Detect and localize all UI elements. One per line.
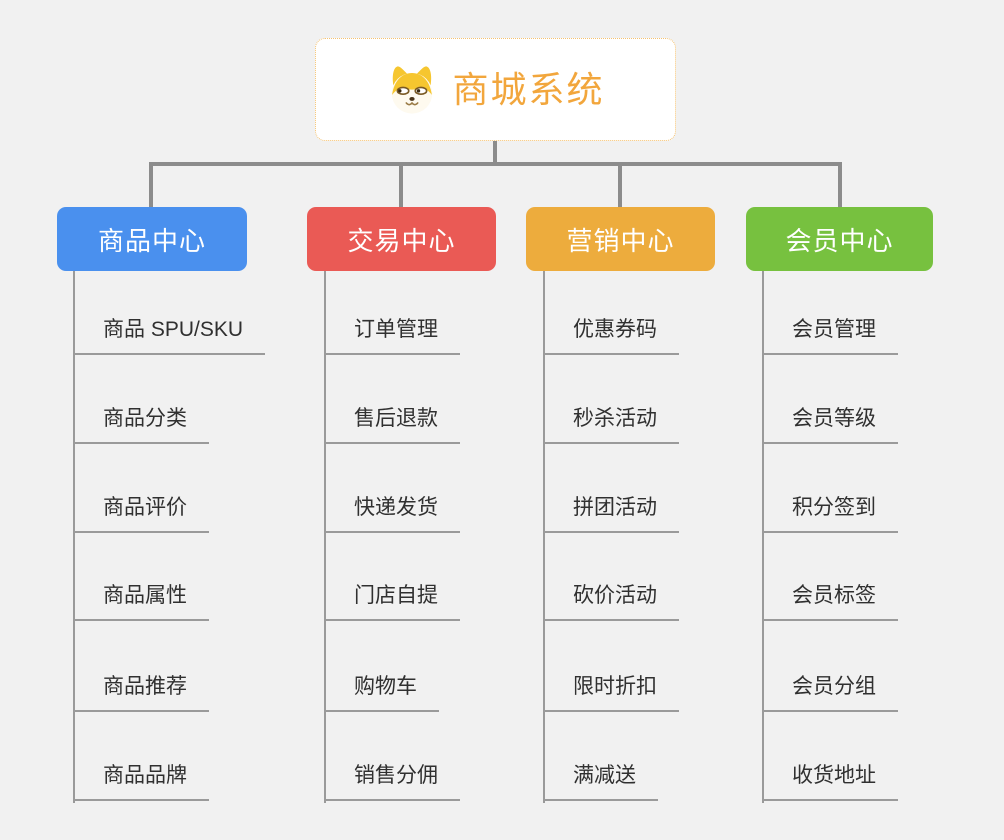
- mindmap-item[interactable]: 快递发货: [324, 493, 460, 533]
- branch-column-trade: 订单管理 售后退款 快递发货 门店自提 购物车 销售分佣: [324, 0, 564, 840]
- mindmap-item[interactable]: 商品分类: [73, 404, 209, 444]
- root-node[interactable]: 商城系统: [315, 38, 676, 141]
- mindmap-item[interactable]: 会员分组: [762, 672, 898, 712]
- connector-trunk: [493, 141, 497, 164]
- mindmap-item[interactable]: 订单管理: [324, 315, 460, 355]
- branch-column-member: 会员管理 会员等级 积分签到 会员标签 会员分组 收货地址: [762, 0, 1002, 840]
- mindmap-item[interactable]: 会员等级: [762, 404, 898, 444]
- root-title: 商城系统: [452, 68, 605, 110]
- mindmap-item[interactable]: 会员管理: [762, 315, 898, 355]
- mindmap-item[interactable]: 砍价活动: [543, 581, 679, 621]
- branch-node-marketing-center[interactable]: 营销中心: [526, 207, 715, 271]
- mindmap-item[interactable]: 门店自提: [324, 581, 460, 621]
- mindmap-item[interactable]: 销售分佣: [324, 761, 460, 801]
- mindmap-item[interactable]: 商品品牌: [73, 761, 209, 801]
- mindmap-item[interactable]: 商品属性: [73, 581, 209, 621]
- connector-drop-marketing: [618, 164, 622, 208]
- branch-node-trade-center[interactable]: 交易中心: [307, 207, 496, 271]
- mindmap-item[interactable]: 收货地址: [762, 761, 898, 801]
- connector-drop-trade: [399, 164, 403, 208]
- mindmap-item[interactable]: 秒杀活动: [543, 404, 679, 444]
- branch-node-product-center[interactable]: 商品中心: [57, 207, 247, 271]
- column-spine: [762, 271, 764, 803]
- mindmap-item[interactable]: 商品推荐: [73, 672, 209, 712]
- mindmap-item[interactable]: 售后退款: [324, 404, 460, 444]
- mindmap-item[interactable]: 满减送: [543, 761, 658, 801]
- mindmap-item[interactable]: 积分签到: [762, 493, 898, 533]
- mindmap-item[interactable]: 购物车: [324, 672, 439, 712]
- column-spine: [73, 271, 75, 803]
- branch-column-marketing: 优惠券码 秒杀活动 拼团活动 砍价活动 限时折扣 满减送: [543, 0, 783, 840]
- dog-face-icon: [386, 64, 438, 116]
- column-spine: [324, 271, 326, 803]
- mindmap-item[interactable]: 商品 SPU/SKU: [73, 315, 266, 355]
- column-spine: [543, 271, 545, 803]
- connector-rail: [149, 162, 842, 166]
- mindmap-item[interactable]: 会员标签: [762, 581, 898, 621]
- branch-node-member-center[interactable]: 会员中心: [746, 207, 933, 271]
- mindmap-item[interactable]: 限时折扣: [543, 672, 679, 712]
- branch-column-product: 商品 SPU/SKU 商品分类 商品评价 商品属性 商品推荐 商品品牌: [73, 0, 313, 840]
- mindmap-item[interactable]: 拼团活动: [543, 493, 679, 533]
- mindmap-item[interactable]: 商品评价: [73, 493, 209, 533]
- mindmap-item[interactable]: 优惠券码: [543, 315, 679, 355]
- connector-drop-member: [838, 164, 842, 208]
- connector-drop-product: [149, 164, 153, 208]
